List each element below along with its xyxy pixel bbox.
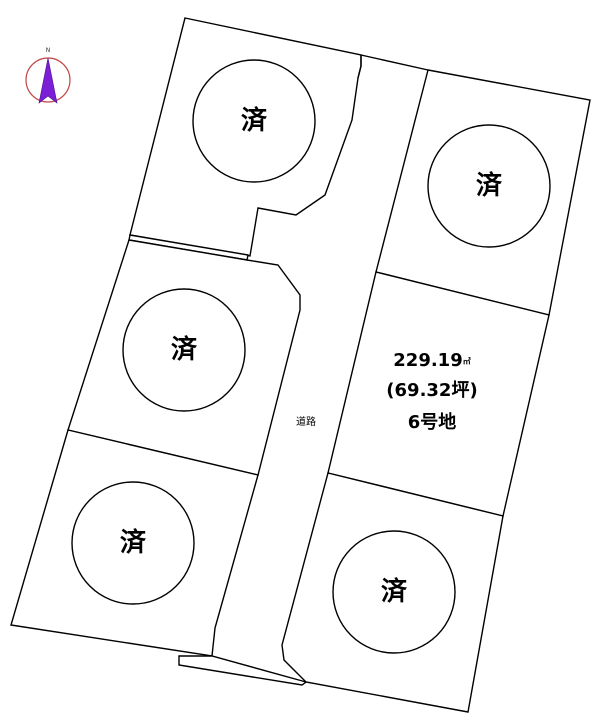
north-arrow-icon (38, 57, 58, 104)
sold-mark-lot-5: 済 (381, 576, 408, 607)
available-lot-area: 229.19㎡ (393, 350, 470, 371)
sold-mark-lot-2: 済 (171, 334, 198, 365)
road-edge-left (357, 55, 362, 79)
available-lot-number: 6号地 (408, 411, 457, 433)
sold-circle-lot-3 (71, 481, 195, 605)
bottom-strip (178, 655, 308, 686)
sold-mark-lot-1: 済 (241, 105, 268, 136)
north-label: N (46, 47, 51, 54)
compass: N (25, 47, 71, 104)
sold-circle-lot-4 (427, 124, 551, 248)
road-label: 道路 (296, 415, 316, 428)
sold-mark-lot-4: 済 (476, 170, 503, 201)
sold-mark-lot-3: 済 (120, 527, 147, 558)
sold-circle-lot-5 (332, 530, 456, 654)
road-edge-top (360, 54, 429, 71)
sold-circle-lot-1 (192, 59, 316, 183)
area-unit: ㎡ (463, 356, 471, 366)
area-sqm-value: 229.19 (393, 350, 462, 371)
sold-circle-lot-2 (122, 288, 246, 412)
available-lot-tsubo: (69.32坪) (386, 380, 477, 401)
